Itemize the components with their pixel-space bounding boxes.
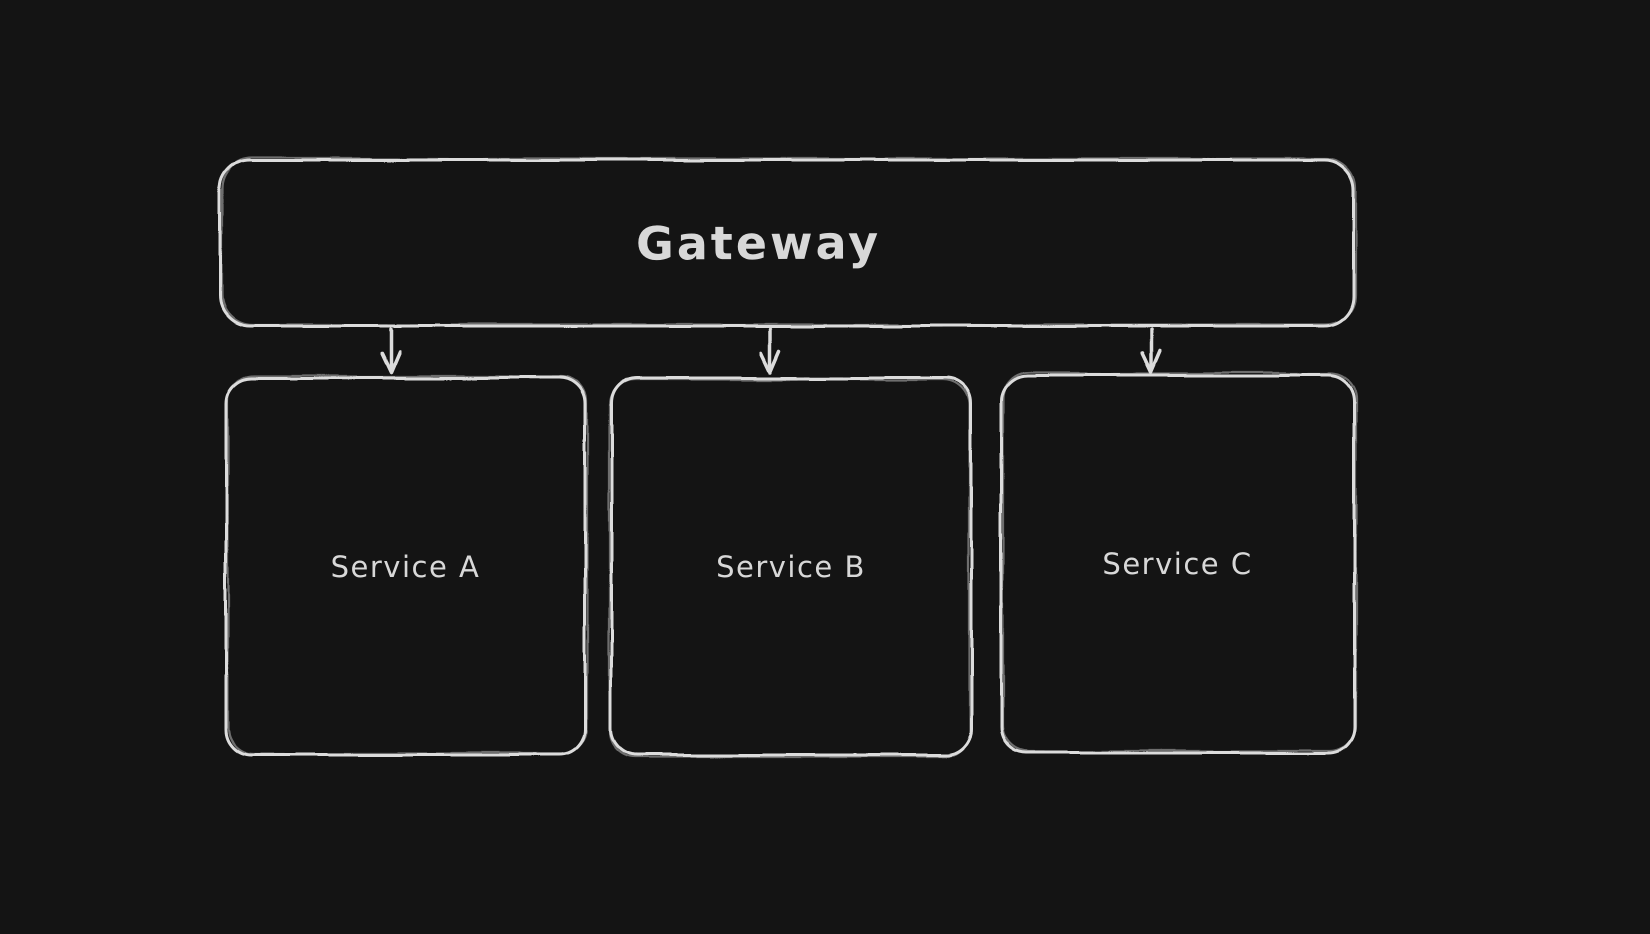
arrow-gateway-to-service-a-head: [380, 349, 402, 374]
arrow-gateway-to-service-c[interactable]: [1140, 327, 1162, 374]
node-gateway-outline-sketch-pass: [220, 157, 1358, 326]
node-service-c-outline: [999, 373, 1356, 755]
node-service-b-outline-sketch-pass: [608, 378, 971, 758]
arrow-gateway-to-service-b-head: [759, 349, 781, 374]
node-gateway-shape[interactable]: [218, 157, 1358, 328]
node-service-b-outline: [609, 376, 973, 757]
node-service-a-shape[interactable]: [224, 375, 589, 757]
arrow-gateway-to-service-a[interactable]: [380, 326, 402, 374]
node-service-b-shape[interactable]: [608, 376, 973, 758]
node-service-c-outline-sketch-pass: [1001, 372, 1358, 753]
arrow-gateway-to-service-b[interactable]: [759, 327, 781, 374]
node-service-a-outline: [224, 376, 587, 757]
node-gateway-outline: [218, 158, 1356, 328]
arrow-gateway-to-service-c-head: [1140, 349, 1162, 374]
node-service-c-shape[interactable]: [999, 372, 1358, 755]
node-service-a-outline-sketch-pass: [226, 375, 589, 755]
